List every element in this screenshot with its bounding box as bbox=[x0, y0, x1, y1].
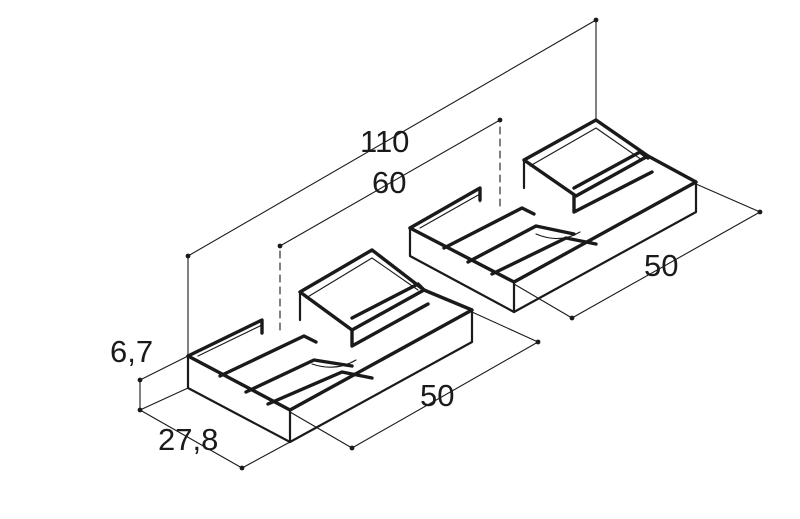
dimension-60: 60 bbox=[277, 117, 503, 331]
extension-line bbox=[139, 387, 189, 411]
dimension-label-60: 60 bbox=[372, 165, 406, 200]
dimension-6-7: 6,7 bbox=[110, 334, 189, 413]
dimension-end-dot bbox=[349, 445, 355, 451]
dimension-line-27-8 bbox=[139, 409, 243, 469]
dimension-end-dot bbox=[277, 243, 283, 249]
dimension-label-27-8: 27,8 bbox=[158, 422, 218, 457]
left-organizer-inner-wall bbox=[197, 324, 263, 357]
left-organizer-divider-2 bbox=[244, 358, 354, 394]
extension-line bbox=[241, 441, 291, 469]
dimension-end-dot bbox=[757, 209, 763, 215]
dimension-27-8: 27,8 bbox=[139, 409, 291, 471]
dimension-end-dot bbox=[185, 253, 191, 259]
dimension-50-left: 50 bbox=[289, 311, 541, 451]
left-organizer-divider-3 bbox=[266, 370, 374, 406]
right-organizer-front-rim bbox=[408, 154, 698, 284]
dimension-label-6-7: 6,7 bbox=[110, 334, 153, 369]
dimension-label-50-left: 50 bbox=[420, 378, 454, 413]
left-organizer-back-rim bbox=[186, 318, 264, 358]
right-organizer-raised-inner bbox=[529, 127, 643, 167]
left-organizer bbox=[186, 248, 474, 444]
dimension-line-50-left bbox=[351, 341, 539, 449]
dimension-end-dot bbox=[239, 465, 245, 471]
dimension-end-dot bbox=[535, 339, 541, 345]
right-organizer-divider-2 bbox=[466, 224, 576, 264]
right-organizer-back-rim bbox=[408, 186, 482, 230]
right-organizer-raised-divider bbox=[572, 150, 650, 190]
left-organizer-raised-divider bbox=[350, 282, 426, 320]
dimension-50-right: 50 bbox=[513, 183, 763, 321]
dimension-line-110 bbox=[187, 19, 597, 257]
dimension-end-dot bbox=[137, 377, 143, 383]
extension-line bbox=[289, 411, 353, 449]
dimension-label-110: 110 bbox=[360, 124, 409, 159]
dimension-end-dot bbox=[497, 117, 503, 123]
extension-line bbox=[695, 183, 761, 213]
right-organizer-front-face bbox=[408, 226, 516, 314]
extension-line bbox=[139, 355, 189, 381]
dimension-line-50-right bbox=[571, 211, 761, 319]
left-organizer-right-face bbox=[288, 308, 474, 444]
extension-line bbox=[513, 283, 573, 319]
right-organizer-divider-1 bbox=[442, 206, 536, 250]
dimension-end-dot bbox=[569, 315, 575, 321]
left-organizer-divider-1 bbox=[218, 334, 318, 378]
left-organizer-front-face bbox=[186, 354, 292, 444]
left-organizer-cutout-curve bbox=[311, 359, 357, 368]
right-organizer-cutout-curve bbox=[535, 231, 581, 240]
right-organizer-inner-wall bbox=[419, 193, 481, 229]
right-organizer-right-face bbox=[512, 180, 698, 314]
left-organizer-raised-inner bbox=[305, 257, 419, 299]
right-organizer bbox=[408, 118, 698, 314]
left-organizer-raised-divider-2 bbox=[350, 302, 430, 348]
extension-line bbox=[471, 311, 539, 343]
dimension-label-50-right: 50 bbox=[644, 248, 678, 283]
dimension-110: 110 bbox=[185, 17, 599, 357]
left-organizer-front-rim bbox=[186, 288, 474, 412]
right-organizer-raised-divider-2 bbox=[572, 170, 654, 214]
dimension-line-60 bbox=[279, 119, 501, 247]
dimension-end-dot bbox=[593, 17, 599, 23]
right-organizer-divider-3 bbox=[490, 236, 598, 276]
